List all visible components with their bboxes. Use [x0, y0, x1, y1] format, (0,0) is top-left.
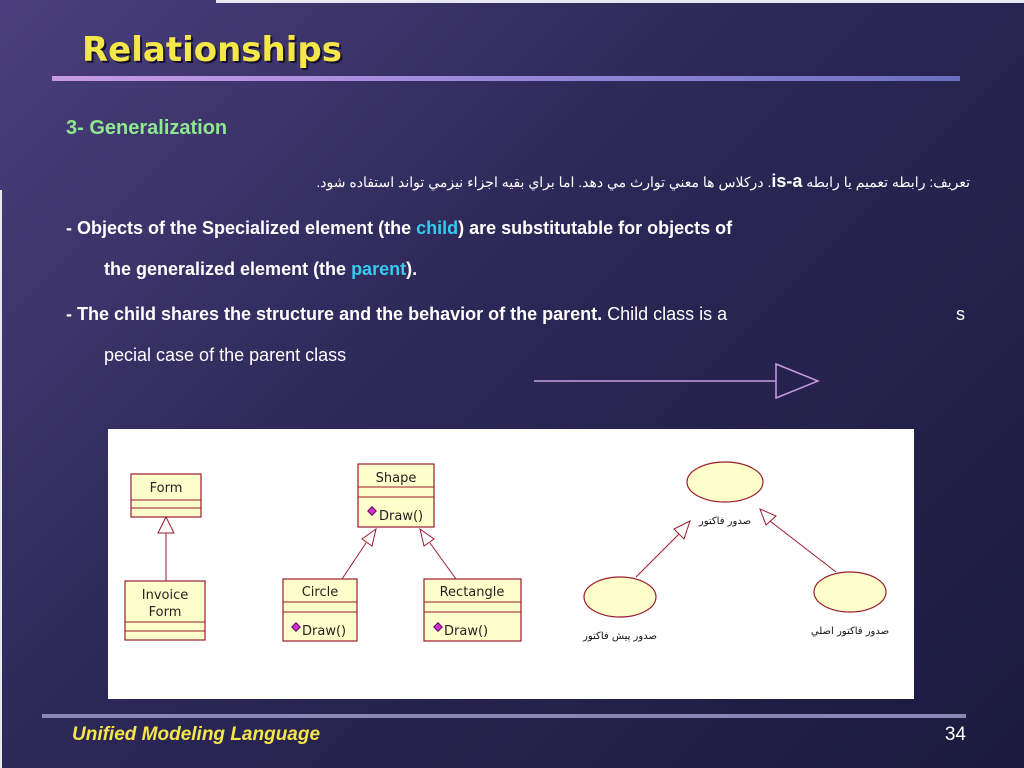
persian-text-after: . درکلاس ها معني توارث مي دهد. اما براي … [316, 174, 772, 190]
use-case-left [583, 576, 657, 618]
top-strip [216, 0, 1024, 3]
class-form: Form [130, 473, 202, 518]
operation-icon [291, 622, 301, 632]
footer-rule [42, 714, 966, 718]
bullet2-bold: - The child shares the structure and the… [66, 304, 603, 324]
left-strip [0, 190, 2, 768]
class-shape-op: Draw() [379, 509, 423, 524]
class-invoice-line1: Invoice [142, 588, 188, 603]
page-number: 34 [944, 724, 966, 745]
class-shape-name: Shape [376, 471, 417, 486]
inheritance-arrowhead-icon [759, 508, 777, 526]
bullet1-part2: ) are substitutable for objects of [458, 218, 733, 238]
persian-definition: تعریف: رابطه تعمیم یا رابطه is-a. درکلاس… [316, 171, 970, 192]
bullet2-trail: s [956, 304, 965, 324]
class-circle: Circle Draw() [282, 578, 358, 642]
persian-text-before: تعریف: رابطه تعمیم یا رابطه [802, 174, 970, 190]
use-case-top [686, 461, 764, 503]
class-rectangle: Rectangle Draw() [423, 578, 522, 642]
class-rectangle-name: Rectangle [440, 585, 505, 600]
operation-icon [367, 506, 377, 516]
class-circle-name: Circle [302, 585, 339, 600]
bullet1-part1: - Objects of the Specialized element (th… [66, 218, 417, 238]
bullet-substitutable: - Objects of the Specialized element (th… [66, 208, 976, 290]
inheritance-arrowhead-icon [673, 520, 691, 540]
class-circle-op: Draw() [302, 624, 346, 639]
use-case-top-label: صدور فاکتور [698, 516, 751, 527]
is-a-term: is-a [771, 171, 803, 191]
bullet1-part3: the generalized element (the [104, 259, 352, 279]
use-case-right-label: صدور فاکتور اصلي [811, 626, 889, 637]
operation-icon [433, 622, 443, 632]
child-term: child [416, 218, 459, 238]
parent-term: parent [351, 259, 407, 279]
inheritance-arrowhead-icon [361, 527, 377, 547]
uml-diagram-panel: Form Invoice Form Shape Draw() Circle [108, 429, 914, 699]
inheritance-arrowhead-icon [419, 527, 435, 547]
bullet2-normal: Child class is a [602, 304, 728, 324]
generalization-arrow-icon [534, 362, 820, 400]
section-heading: 3- Generalization [66, 117, 228, 139]
class-form-name: Form [150, 481, 183, 496]
use-case-left-label: صدور پیش فاکتور [582, 631, 657, 642]
class-invoice-line2: Form [149, 605, 182, 620]
class-shape: Shape Draw() [357, 463, 435, 528]
use-case-right [813, 571, 887, 613]
slide-title: Relationships [82, 30, 342, 70]
bullet-shares-structure: - The child shares the structure and the… [66, 294, 976, 376]
bullet1-part4: ). [406, 259, 418, 279]
class-rectangle-op: Draw() [444, 624, 488, 639]
class-invoice-form: Invoice Form [124, 580, 206, 641]
bullet2-line2: pecial case of the parent class [104, 345, 347, 365]
inheritance-arrowhead-icon [157, 515, 175, 534]
title-underline [52, 76, 960, 81]
footer-course-title: Unified Modeling Language [72, 724, 321, 745]
